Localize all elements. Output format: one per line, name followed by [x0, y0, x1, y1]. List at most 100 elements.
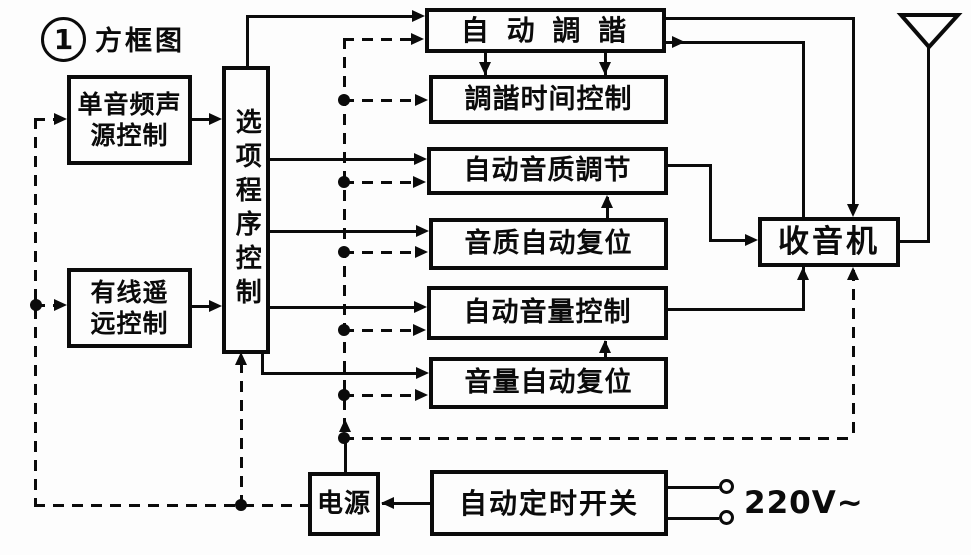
block-audio-source-label-2: 源控制	[90, 121, 169, 150]
antenna-lead	[900, 240, 930, 243]
junction-dot	[338, 246, 350, 258]
arrowhead	[416, 367, 429, 379]
dashed-branch-tuning	[343, 38, 412, 41]
connector-audio-to-select	[192, 118, 212, 121]
junction-dot	[235, 499, 247, 511]
dashed-power-to-radio	[343, 437, 855, 440]
connector-select-to-tuning	[246, 15, 414, 18]
arrowhead	[381, 497, 394, 509]
arrowhead	[415, 94, 428, 106]
block-program-select-label: 选项程序控制	[231, 108, 262, 312]
figure-number: 1	[53, 23, 74, 56]
mains-line	[668, 517, 719, 520]
dashed-left-bus	[34, 118, 37, 507]
block-tone-reset-label: 音质自动复位	[464, 228, 633, 260]
arrowhead	[339, 419, 351, 432]
junction-dot	[338, 432, 350, 444]
arrowhead	[209, 300, 222, 312]
connector-volume-to-radio	[668, 308, 805, 311]
arrowhead	[413, 176, 426, 188]
block-auto-tuning-label: 自 动 調 諧	[460, 14, 631, 47]
arrowhead	[209, 113, 222, 125]
arrowhead	[479, 62, 491, 75]
connector-tuning-to-radio	[666, 17, 855, 20]
connector-tuning-radio-2	[802, 41, 805, 217]
arrowhead	[797, 267, 809, 280]
arrowhead	[847, 267, 859, 280]
connector-select-to-volume	[270, 306, 415, 309]
arrowhead	[745, 234, 758, 246]
arrowhead	[599, 62, 611, 75]
junction-dot	[338, 176, 350, 188]
connector-volume-to-radio	[802, 267, 805, 311]
block-timer-switch-label: 自动定时开关	[458, 486, 639, 520]
connector-tone-to-radio	[668, 164, 711, 167]
block-volume-reset-label: 音量自动复位	[464, 367, 633, 399]
arrowhead	[235, 352, 247, 365]
block-auto-tone: 自动音质調节	[427, 147, 668, 195]
block-auto-tuning: 自 动 調 諧	[425, 8, 666, 53]
connector-remote-to-select	[192, 305, 212, 308]
arrowhead	[415, 246, 428, 258]
antenna-lead	[927, 44, 930, 242]
block-tone-reset: 音质自动复位	[429, 218, 668, 270]
diagram-title: 方框图	[95, 26, 185, 57]
block-auto-tone-label: 自动音质調节	[463, 155, 632, 187]
connector-power-stub	[344, 437, 347, 472]
dashed-left-bus	[34, 304, 55, 307]
arrowhead	[672, 36, 685, 48]
dashed-power-to-radio	[852, 270, 855, 437]
arrowhead	[599, 340, 611, 353]
arrowhead	[412, 10, 425, 22]
block-power-label: 电源	[316, 488, 371, 519]
arrowhead	[601, 195, 613, 208]
arrowhead	[414, 301, 427, 313]
connector-select-to-tuning	[246, 15, 249, 66]
dashed-branch-tone-reset	[343, 251, 416, 254]
block-wired-remote-label-2: 远控制	[90, 309, 169, 338]
block-audio-source-label-1: 单音频声	[77, 89, 182, 119]
connector-tuning-radio-2	[666, 41, 805, 44]
block-power: 电源	[308, 472, 380, 536]
dashed-branch-time	[343, 99, 416, 102]
dashed-middle-bus	[343, 38, 346, 437]
mains-voltage-label: 220V~	[744, 485, 864, 521]
connector-select-to-volume-reset	[261, 372, 416, 375]
dashed-bottom-bus	[34, 504, 308, 507]
block-auto-volume-label: 自动音量控制	[463, 297, 632, 329]
dashed-branch-volume-reset	[343, 394, 416, 397]
block-tuning-time-label: 調諧时间控制	[464, 83, 633, 115]
dashed-branch-volume	[343, 329, 414, 332]
arrowhead	[413, 324, 426, 336]
terminal-circle	[719, 479, 734, 494]
junction-dot	[338, 94, 350, 106]
block-timer-switch: 自动定时开关	[430, 470, 668, 536]
block-radio: 收音机	[758, 217, 900, 267]
arrowhead	[411, 33, 424, 45]
arrowhead	[847, 204, 859, 217]
arrowhead	[415, 389, 428, 401]
arrowhead	[414, 153, 427, 165]
mains-line	[668, 486, 719, 489]
dashed-to-select	[240, 362, 243, 505]
connector-tuning-to-radio	[852, 17, 855, 207]
junction-dot	[338, 389, 350, 401]
block-radio-label: 收音机	[778, 223, 880, 260]
antenna-icon	[896, 13, 963, 50]
connector-select-to-volume-reset	[261, 354, 264, 375]
connector-timer-to-power	[382, 502, 430, 505]
block-volume-reset: 音量自动复位	[429, 357, 668, 409]
block-audio-source: 单音频声 源控制	[67, 75, 192, 165]
figure-number-badge: 1	[41, 17, 86, 62]
junction-dot	[338, 324, 350, 336]
block-wired-remote: 有线遥 远控制	[67, 268, 192, 348]
block-auto-volume: 自动音量控制	[427, 286, 668, 340]
block-tuning-time: 調諧时间控制	[429, 75, 668, 124]
connector-select-to-tone	[270, 158, 415, 161]
connector-tone-to-radio	[709, 164, 712, 242]
arrowhead	[54, 113, 67, 125]
block-wired-remote-label-1: 有线遥	[90, 277, 169, 307]
arrowhead	[416, 225, 429, 237]
dashed-branch-tone	[343, 181, 414, 184]
